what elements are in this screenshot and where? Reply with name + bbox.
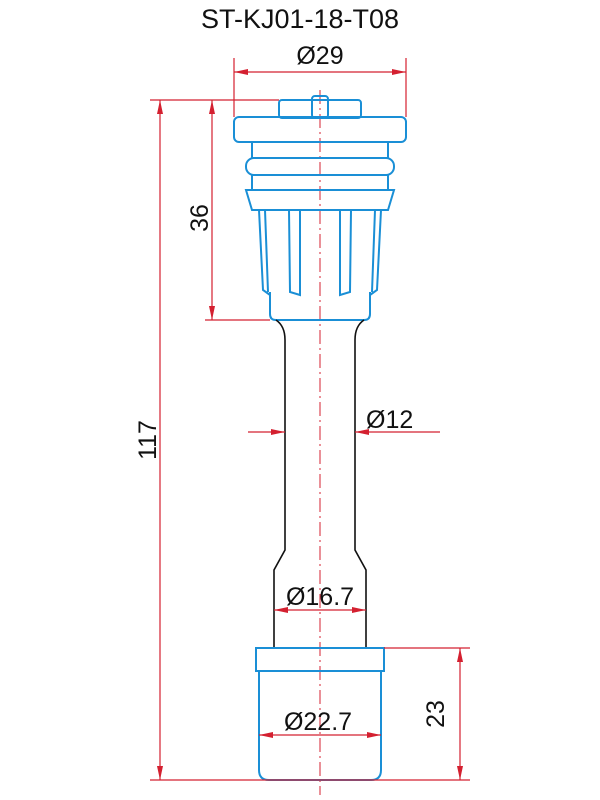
shaft-diameter-label: Ø12: [366, 406, 413, 434]
top-diameter-label: Ø29: [296, 42, 343, 70]
dimension-boot-diameter: Ø22.7: [259, 708, 381, 738]
shaft: [273, 319, 367, 648]
dimension-top-diameter: Ø29: [233, 42, 407, 117]
head-height-label: 36: [186, 204, 214, 232]
lower-shaft-diameter-label: Ø16.7: [286, 583, 354, 611]
dimension-head-height: 36: [186, 100, 270, 321]
boot-height-label: 23: [422, 700, 450, 728]
part-number-title: ST-KJ01-18-T08: [200, 4, 400, 34]
dimension-boot-height: 23: [384, 647, 470, 780]
dimension-shaft-diameter: Ø12: [248, 406, 440, 435]
boot-diameter-label: Ø22.7: [284, 708, 352, 736]
dimension-overall-length: 117: [134, 99, 470, 781]
dimension-lower-shaft-diameter: Ø16.7: [274, 583, 366, 613]
coil-head: [233, 95, 407, 321]
overall-length-label: 117: [134, 420, 162, 460]
